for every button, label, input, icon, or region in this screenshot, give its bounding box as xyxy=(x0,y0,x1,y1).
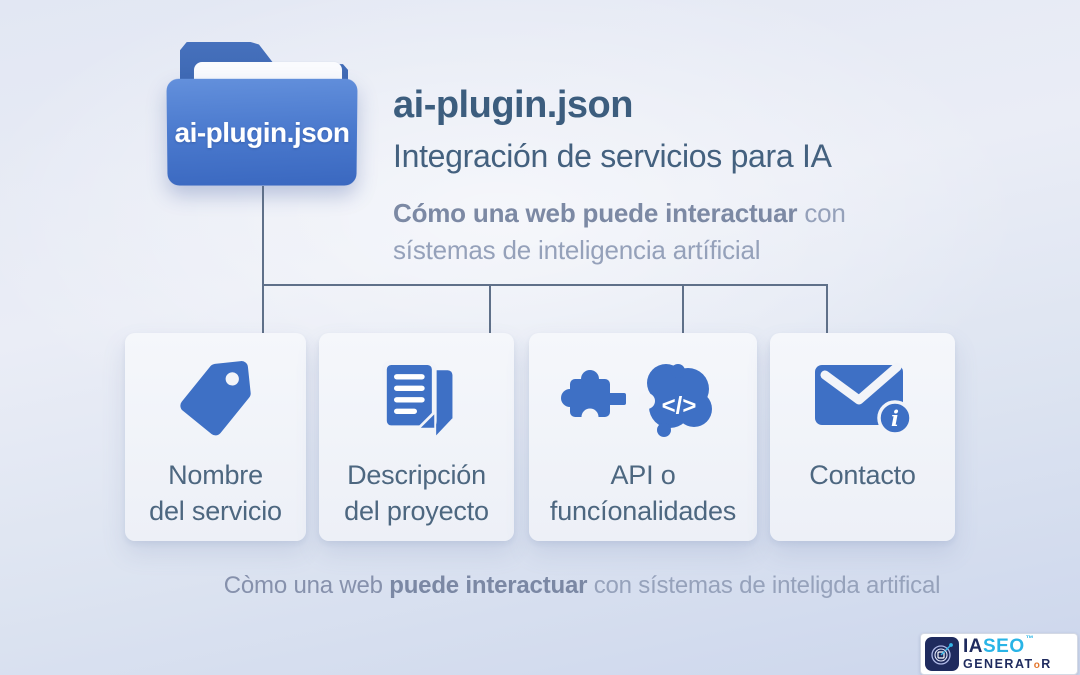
card-api-o-funcionalidades: </> API o funcíonalidades xyxy=(529,333,757,541)
brand-subname-part1: GENERAT xyxy=(963,657,1034,671)
brand-logo-icon xyxy=(925,637,959,671)
card-label: API o funcíonalidades xyxy=(549,460,737,526)
footer-tagline-rest: con sístemas de inteligda artifical xyxy=(587,572,941,599)
connector-drop-card-2 xyxy=(489,284,491,333)
card-label: Descripción del proyecto xyxy=(344,460,489,526)
footer-tagline-start: Còmo una web xyxy=(223,572,390,599)
page-subtitle: Integración de servicios para IA xyxy=(393,138,832,174)
brand-name-ia: IA xyxy=(963,636,983,657)
connector-drop-card-3 xyxy=(682,284,684,333)
envelope-info-icon: i xyxy=(807,349,919,449)
card-label: Contacto xyxy=(809,460,916,490)
document-icon xyxy=(371,349,463,449)
footer-tagline: Còmo una web puede interactuar con síste… xyxy=(84,572,1080,600)
connector-folder-to-card-1 xyxy=(262,186,264,333)
connector-bus-line xyxy=(262,284,828,286)
connector-drop-card-4 xyxy=(826,284,828,333)
code-glyph: </> xyxy=(662,392,697,419)
brand-subname-o: o xyxy=(1033,660,1042,671)
info-badge-glyph: i xyxy=(891,406,899,431)
page-description: Cómo una web puede interactuar con síste… xyxy=(393,195,953,269)
footer-tagline-emphasis: puede interactuar xyxy=(389,572,588,599)
folder-icon: ai-plugin.json xyxy=(166,78,358,186)
card-descripcion-del-proyecto: Descripción del proyecto xyxy=(319,333,514,541)
brand-name-seo: SEO xyxy=(983,636,1025,657)
card-contacto: i Contacto xyxy=(770,333,955,541)
puzzle-code-icon: </> xyxy=(550,349,736,449)
tag-icon xyxy=(173,349,259,449)
page-title: ai-plugin.json xyxy=(393,84,633,126)
trademark-symbol: ™ xyxy=(1025,634,1035,643)
card-label: Nombre del servicio xyxy=(149,460,282,526)
description-emphasis: Cómo una web puede interactuar xyxy=(393,198,798,228)
folder-label: ai-plugin.json xyxy=(174,116,350,148)
brand-subname-part2: R xyxy=(1041,657,1052,671)
card-nombre-del-servicio: Nombre del servicio xyxy=(125,333,306,541)
description-rest: con sístemas de inteligencia artíficial xyxy=(393,198,846,265)
